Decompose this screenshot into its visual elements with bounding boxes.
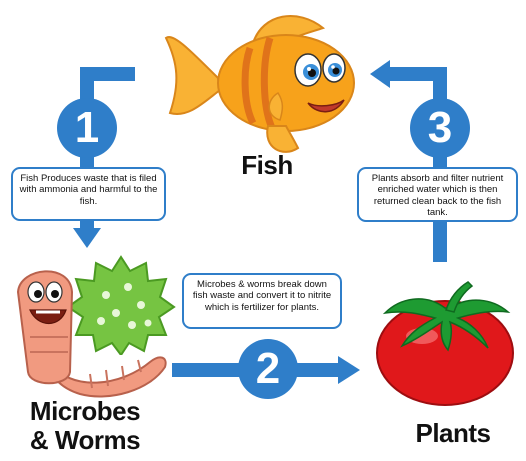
step-3-number: 3 (410, 98, 470, 158)
step-3-description: Plants absorb and filter nutrient enrich… (357, 167, 518, 222)
microbe-illustration (66, 255, 176, 355)
step-2-description: Microbes & worms break down fish waste a… (182, 273, 342, 329)
step-1-description: Fish Produces waste that is filed with a… (11, 167, 166, 221)
tomato-illustration (376, 281, 514, 406)
fish-illustration (164, 15, 355, 153)
worm-illustration (16, 270, 167, 398)
arrow-head-2 (338, 356, 360, 384)
arrow-head-3 (370, 60, 390, 88)
microbes-label-line-2: & Worms (29, 425, 141, 455)
step-1-number: 1 (57, 98, 117, 158)
microbes-label-line-1: Microbes (29, 396, 141, 426)
arrow-head-1 (73, 228, 101, 248)
step-2-number: 2 (238, 339, 298, 399)
plants-label: Plants (415, 418, 491, 448)
fish-label: Fish (241, 150, 293, 180)
